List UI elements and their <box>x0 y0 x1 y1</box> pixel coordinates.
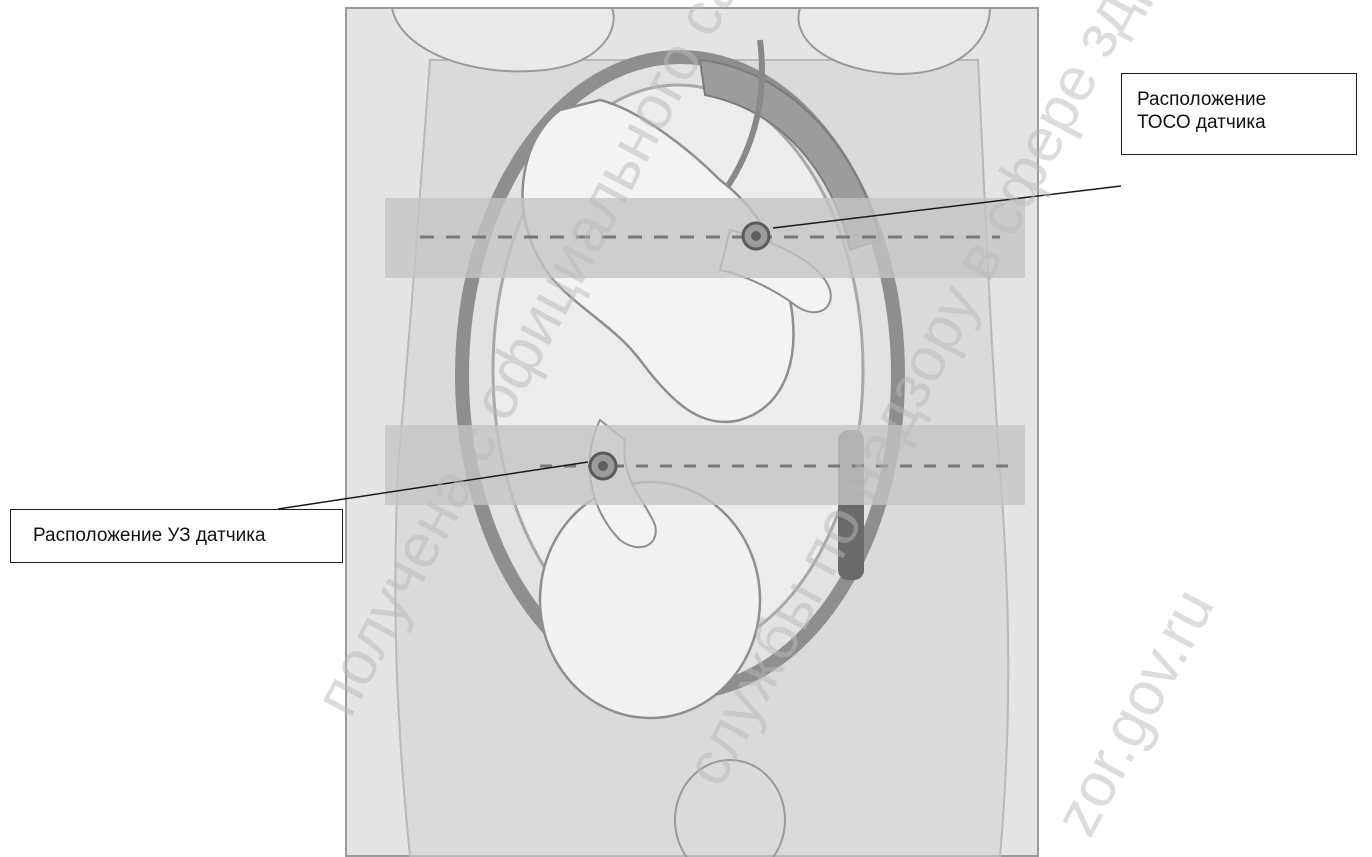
watermark-line-3: zor.gov.ru <box>1041 578 1228 847</box>
us-sensor-center <box>598 461 608 471</box>
us-sensor-callout: Расположение УЗ датчика <box>10 509 343 563</box>
us-callout-label: Расположение УЗ датчика <box>33 525 266 546</box>
toco-sensor-callout: Расположение ТОСО датчика <box>1121 73 1357 155</box>
toco-callout-line-1: Расположение <box>1137 88 1356 111</box>
toco-callout-line-2: ТОСО датчика <box>1137 111 1356 134</box>
toco-sensor-center <box>751 231 761 241</box>
